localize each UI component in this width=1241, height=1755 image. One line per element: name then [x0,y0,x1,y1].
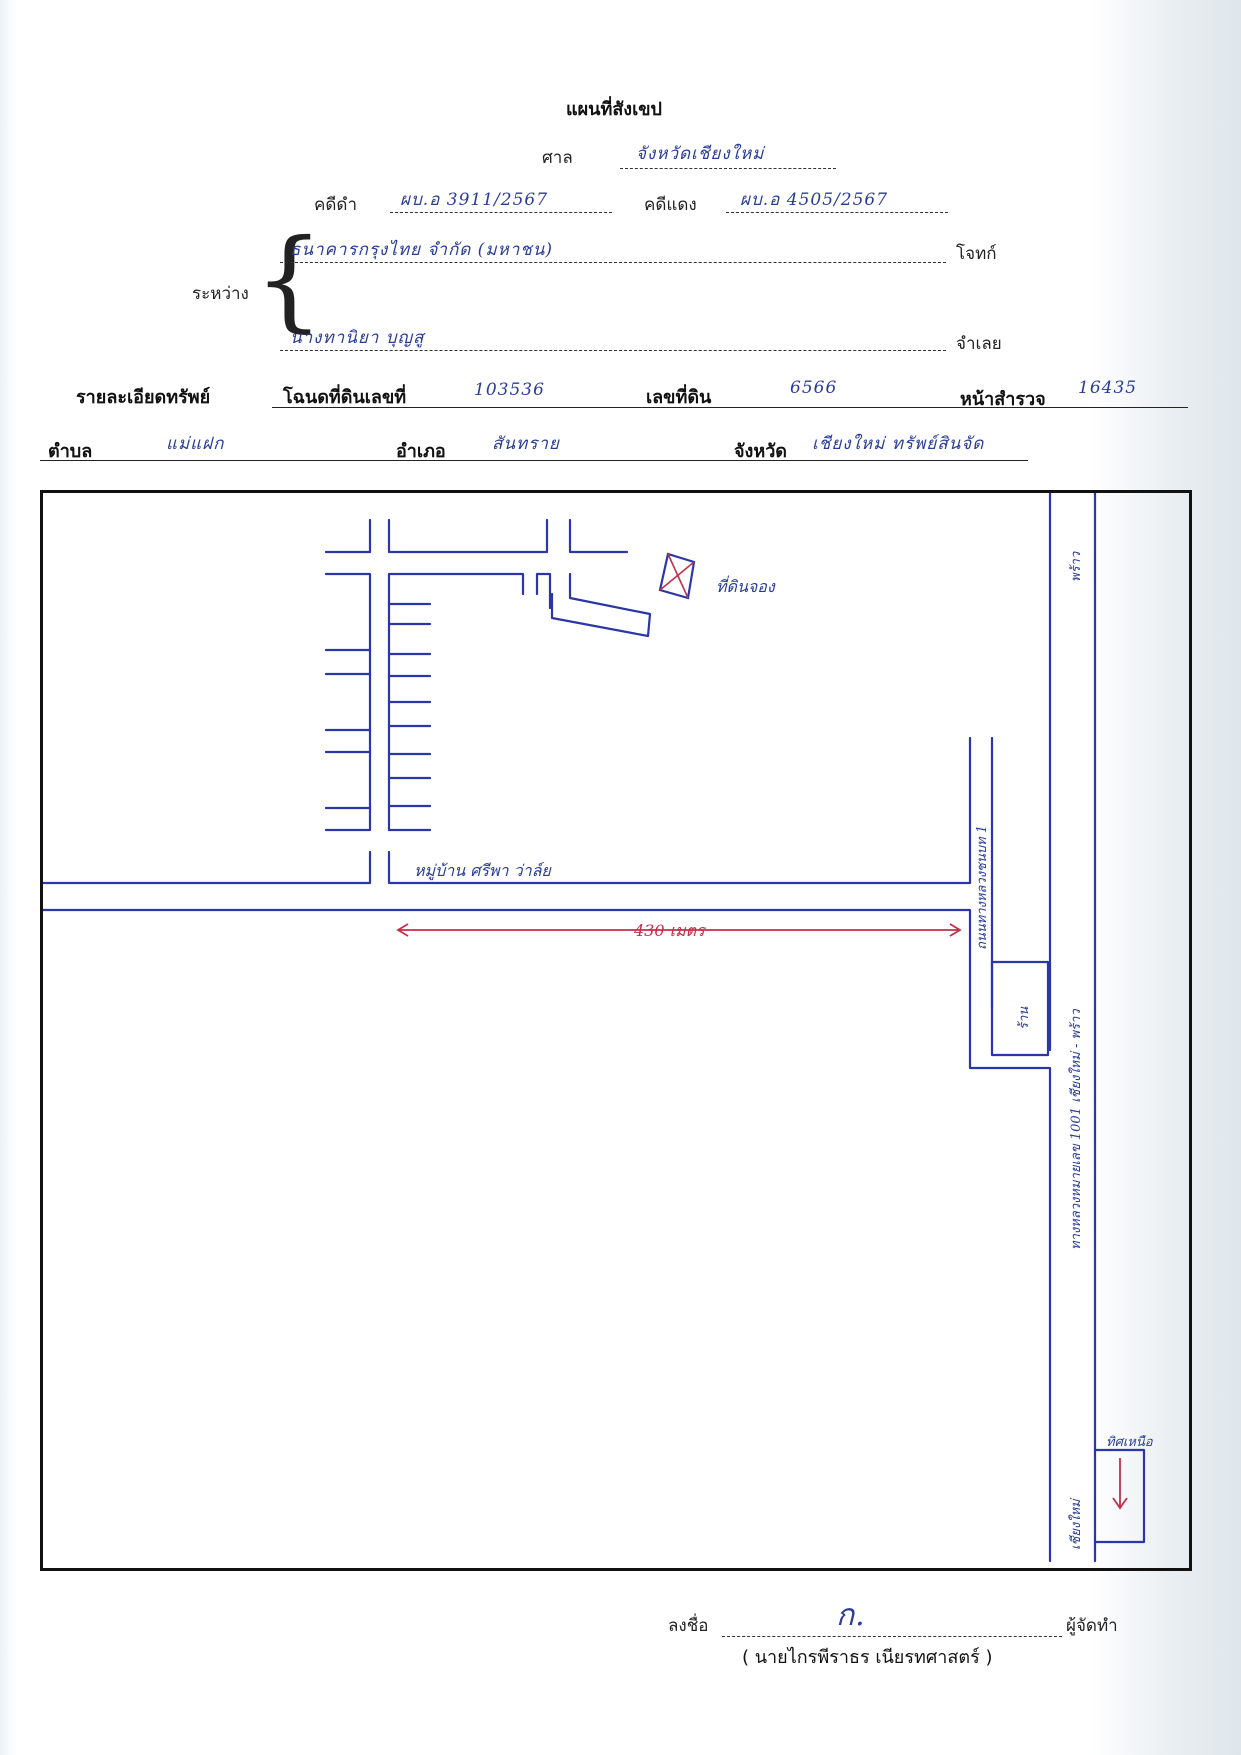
black-case-label: คดีดำ [314,195,357,215]
village-road [535,572,552,610]
north-arrow-head [1112,1497,1128,1510]
target-cross [659,561,695,591]
distance-arrow-head-left [396,923,409,937]
subdistrict-label: ตำบล [48,441,93,462]
black-case-value: ผบ.อ 3911/2567 [400,190,549,210]
shop-label: ร้าน [1017,1006,1032,1030]
defendant-dotted-line [280,350,946,351]
side-road-label: ถนนทางหลวงชนบท 1 [975,825,990,950]
distance-label: 430 เมตร [633,921,707,940]
south-label: เชียงใหม่ [1068,1497,1084,1550]
signature-dotted-line [722,1636,1062,1637]
property-rule-1 [272,407,1188,408]
village-road [568,518,629,554]
scan-shadow-right [1091,0,1241,1755]
survey-value: 16435 [1078,378,1138,398]
sign-label: ลงชื่อ [668,1616,709,1636]
defendant-label: จำเลย [956,334,1002,354]
deed-label: โฉนดที่ดินเลขที่ [283,387,407,408]
highway-label: ทางหลวงหมายเลข 1001 เชียงใหม่ - พร้าว [1068,1009,1084,1250]
soi-road [40,908,1052,1563]
defendant-value: นางทานิยา บุญสู [290,328,425,348]
subdistrict-value: แม่แฝก [166,434,225,454]
province-value: เชียงใหม่ ทรัพย์สินจัด [812,434,985,454]
court-value: จังหวัดเชียงใหม่ [636,144,765,164]
plaintiff-value: ธนาคารกรุงไทย จำกัด (มหาชน) [290,240,554,260]
village-road [387,518,549,554]
map-frame [40,490,1192,1571]
soi-label: หมู่บ้าน ศรีพา ว่าล์ย [414,861,552,881]
red-case-label: คดีแดง [644,195,697,215]
page-title: แผนที่สังเขป [566,99,662,120]
arrow-box [1093,1448,1146,1544]
sketch-map: ที่ดินจอง หมู่บ้าน ศรีพา ว่าล์ย 430 เมตร… [40,490,1192,1571]
signature: ก. [836,1598,866,1633]
red-case-dotted-line [726,212,948,213]
village-road [324,572,372,832]
distance-arrow-head-right [949,923,962,937]
land-no-value: 6566 [790,378,838,398]
land-no-label: เลขที่ดิน [646,387,712,408]
shop-box [990,960,1050,1057]
north-arrow-label: ทิศเหนือ [1106,1435,1154,1450]
preparer-label: ผู้จัดทำ [1066,1616,1118,1636]
between-brace: { [254,215,324,343]
court-label: ศาล [542,148,573,168]
red-case-value: ผบ.อ 4505/2567 [740,190,889,210]
district-label: อำเภอ [396,441,446,462]
between-label: ระหว่าง [192,284,249,304]
black-case-dotted-line [390,212,612,213]
plaintiff-dotted-line [280,262,946,263]
village-road [324,518,372,554]
property-rule-2 [40,460,1028,461]
deed-value: 103536 [474,380,545,400]
property-details-label: รายละเอียดทรัพย์ [76,387,211,408]
scan-shadow-left [0,0,18,1755]
village-road [550,572,652,638]
district-value: สันทราย [492,434,560,454]
target-label: ที่ดินจอง [716,575,776,596]
north-label: พร้าว [1069,551,1084,582]
survey-label: หน้าสำรวจ [960,389,1046,410]
province-label: จังหวัด [734,441,787,462]
court-dotted-line [620,168,836,169]
soi-road [387,736,972,885]
preparer-name: ( นายไกรพีราธร เนียรทศาสตร์ ) [742,1647,993,1668]
plaintiff-label: โจทก์ [956,244,997,264]
